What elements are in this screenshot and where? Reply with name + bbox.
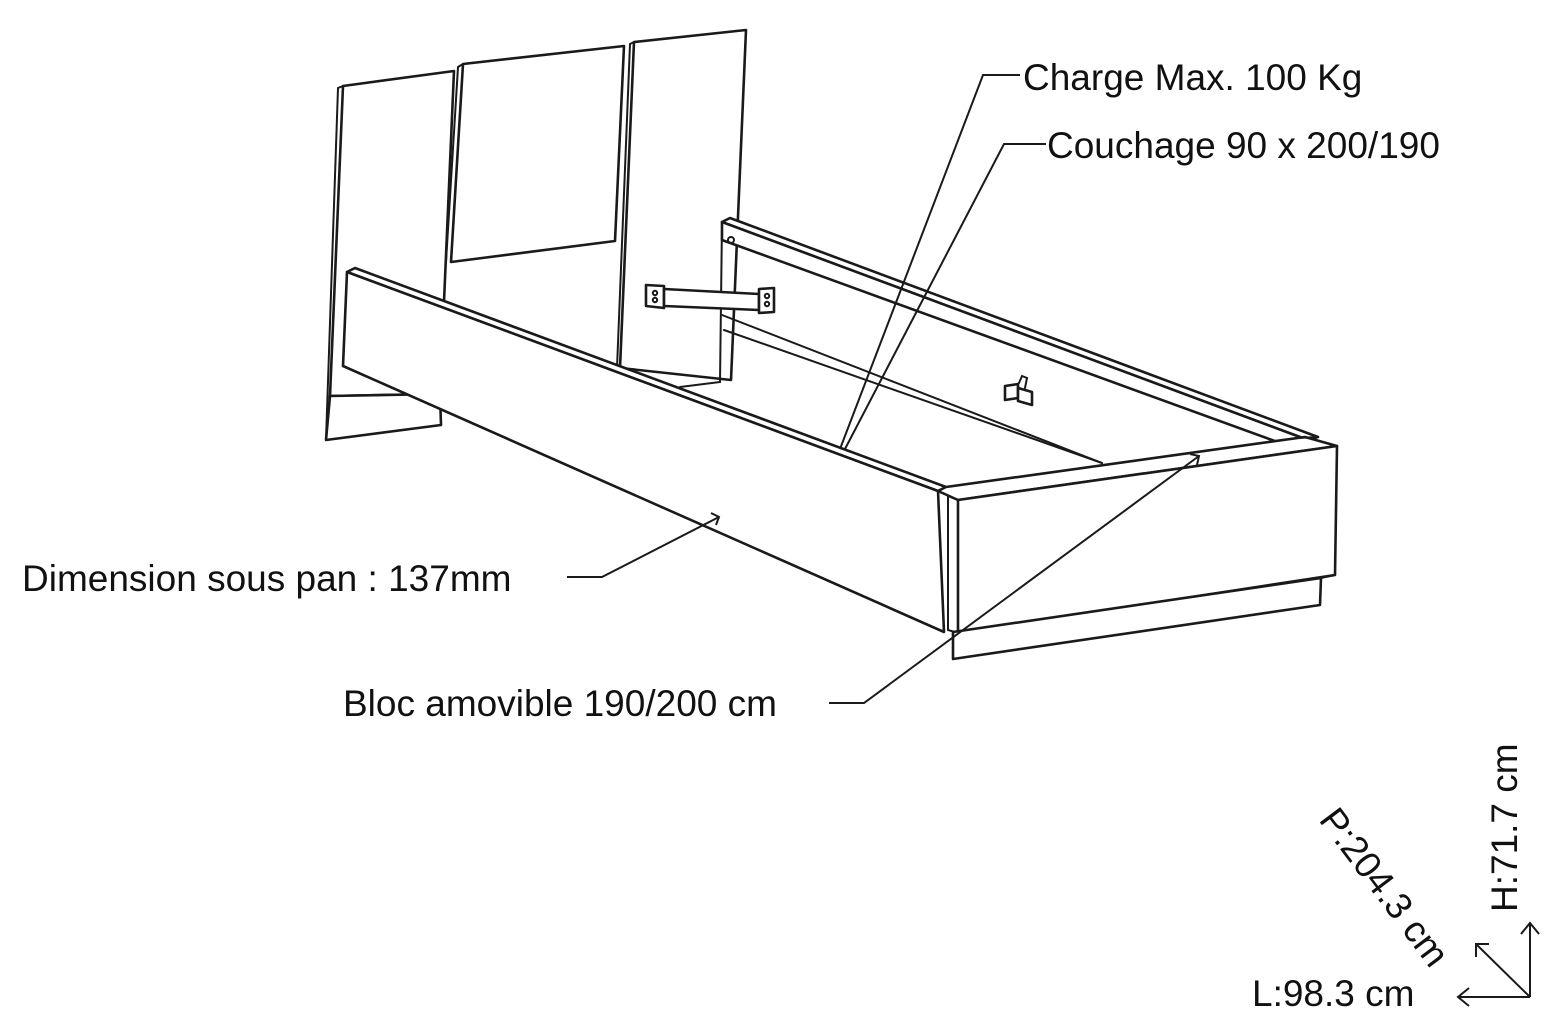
- dimension-depth: P:204.3 cm: [1312, 800, 1457, 974]
- bracket-icon: [644, 283, 776, 315]
- near-side-rail: [341, 266, 948, 634]
- dimension-length: L:98.3 cm: [1252, 973, 1414, 1014]
- dimension-axes: [1456, 921, 1540, 1007]
- fitting-icon: [1003, 374, 1034, 407]
- label-charge-max: Charge Max. 100 Kg: [1023, 57, 1362, 98]
- headboard-center-panel: [449, 44, 626, 264]
- far-side-rail: [679, 216, 1320, 464]
- footboard: [936, 435, 1339, 661]
- headboard-right-panel: [618, 28, 748, 382]
- label-dimension-sous-pan: Dimension sous pan : 137mm: [22, 558, 511, 599]
- label-couchage: Couchage 90 x 200/190: [1047, 125, 1440, 166]
- label-bloc-amovible: Bloc amovible 190/200 cm: [343, 683, 777, 724]
- dimension-height: H:71.7 cm: [1484, 743, 1525, 912]
- leader-lines: [567, 74, 1201, 704]
